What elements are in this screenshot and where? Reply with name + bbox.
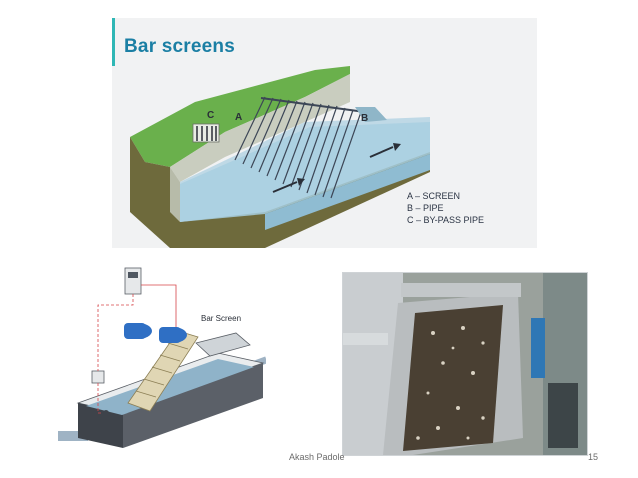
screen-debris — [403, 305, 503, 451]
bypass-grille — [192, 123, 220, 143]
soil-left — [130, 137, 170, 248]
tank-front — [78, 403, 123, 448]
page-number: 15 — [588, 452, 599, 462]
discharge-bin — [195, 332, 251, 357]
bar-screen-photo — [342, 272, 588, 456]
screen-rakes — [135, 342, 189, 398]
motor-icon — [124, 323, 152, 339]
tank-water — [86, 359, 254, 415]
slide-title: Bar screens — [124, 36, 235, 57]
pipe-b — [355, 107, 387, 122]
bar-screen-channel-diagram: C A B — [130, 66, 430, 248]
bar-screen-label: Bar Screen — [201, 314, 241, 323]
grass-surface — [130, 66, 350, 167]
debris-speckles — [416, 326, 485, 440]
water-front — [265, 154, 430, 230]
inlet-pipe — [58, 431, 88, 441]
footer-author: Akash Padole — [289, 452, 345, 462]
bar-screen-grid — [234, 96, 366, 199]
title-accent-bar — [112, 18, 115, 66]
side-grate — [548, 383, 578, 448]
motor-housing — [531, 318, 545, 378]
motor-icon — [159, 327, 187, 343]
diagram-label-a: A — [235, 112, 242, 123]
diagram-label-c: C — [207, 110, 214, 121]
legend-item-screen: A – SCREEN — [407, 191, 461, 201]
mechanical-bar-screen-diagram: Bar Screen — [58, 263, 266, 459]
channel-wall-left — [170, 167, 180, 222]
legend-item-bypass: C – BY-PASS PIPE — [407, 215, 485, 225]
legend-item-pipe: B – PIPE — [407, 203, 444, 213]
top-cover — [401, 283, 521, 297]
flow-arrow-icon — [272, 178, 305, 193]
pipe-rail — [343, 333, 388, 345]
diagram-legend: A – SCREEN B – PIPE C – BY-PASS PIPE — [407, 190, 484, 226]
flow-arrow-icon — [369, 143, 401, 158]
tank-side — [123, 363, 263, 448]
diagram-label-b: B — [361, 113, 368, 124]
control-box-icon — [124, 267, 142, 295]
control-wires — [97, 284, 177, 414]
